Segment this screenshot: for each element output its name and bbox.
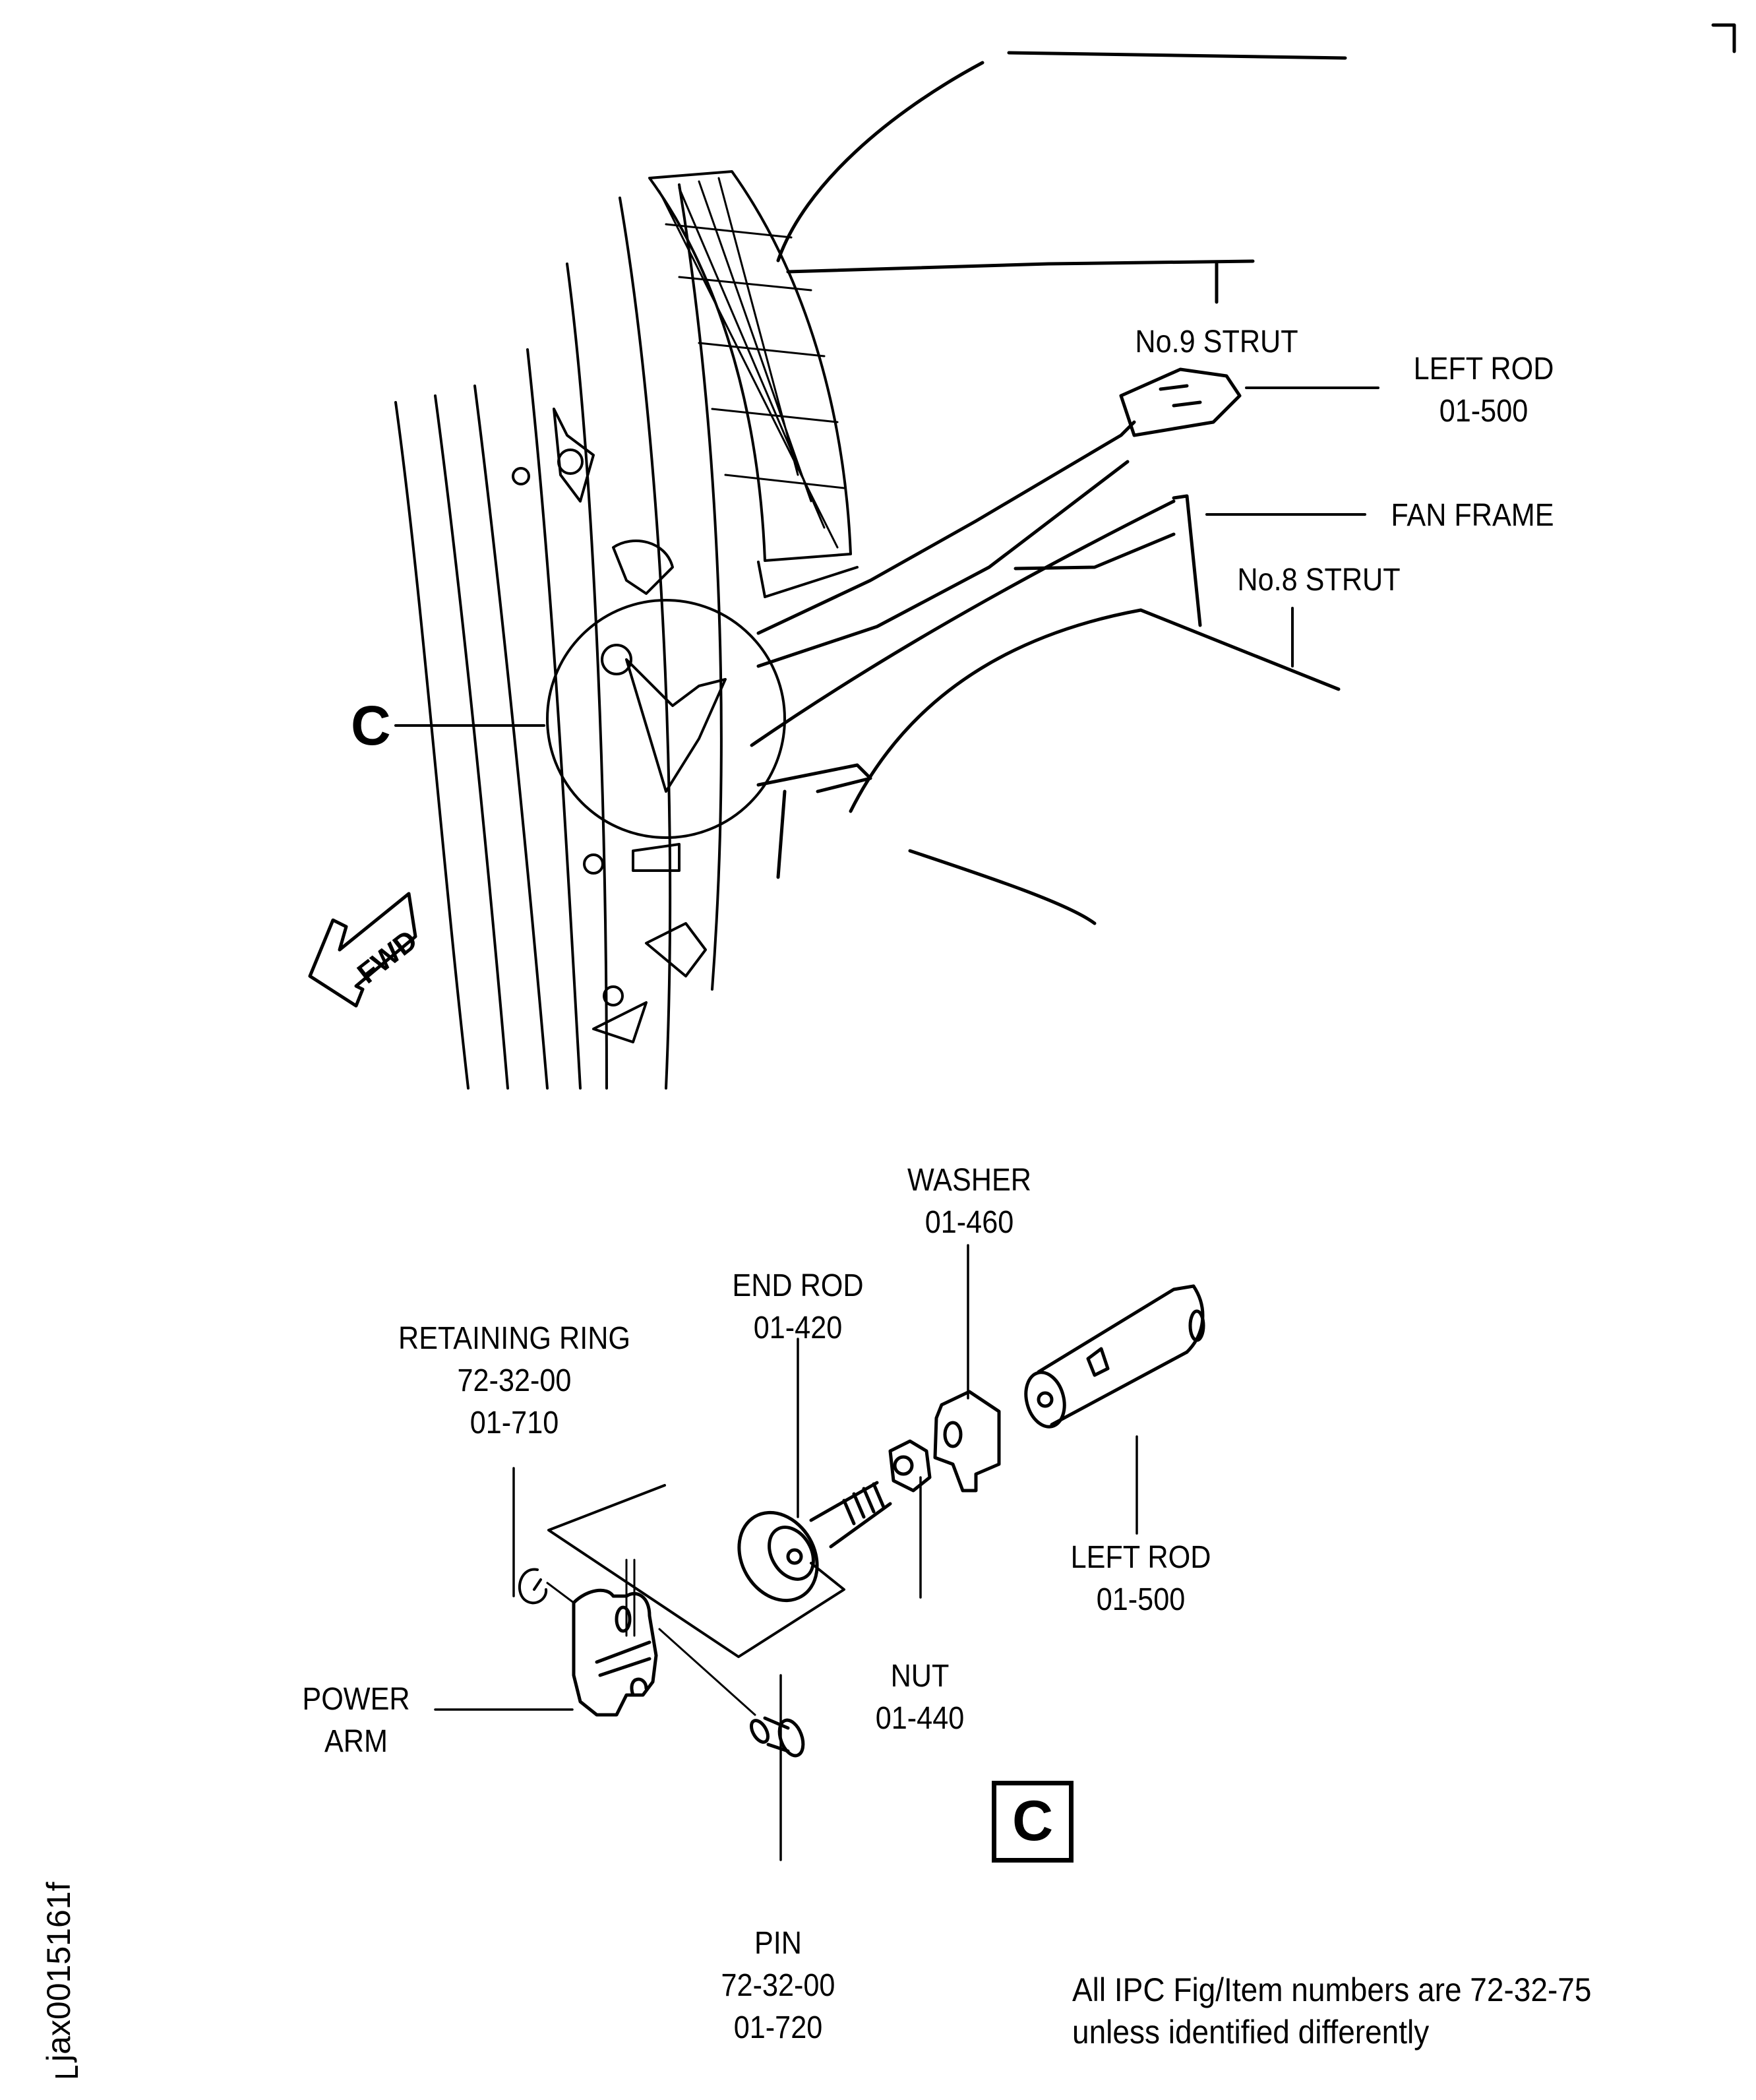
pin-item: 01-720 [733, 2010, 823, 2045]
pin-name: PIN [754, 1926, 802, 1961]
nut-item: 01-440 [875, 1701, 965, 1736]
acoustic-mesh-panel [648, 170, 859, 598]
ipc-note: All IPC Fig/Item numbers are 72-32-75 un… [1072, 1969, 1591, 2053]
end-rod-item: 01-420 [753, 1311, 843, 1345]
left-rod-name: LEFT ROD [1413, 352, 1554, 386]
fan-frame-outline [750, 494, 1366, 925]
fan-frame-name: FAN FRAME [1391, 498, 1554, 533]
left-rod-detail-item: 01-500 [1096, 1582, 1186, 1617]
washer-item: 01-460 [924, 1205, 1014, 1240]
no9-strut-name: No.9 STRUT [1135, 324, 1298, 359]
fan-case-outer-arc [1007, 51, 1347, 60]
figure-id-bracket [55, 2066, 78, 2078]
label-left-rod-detail: LEFT ROD 01-500 [1046, 1537, 1236, 1621]
fwd-arrow-icon: FWD [308, 892, 423, 1008]
label-end-rod: END ROD 01-420 [703, 1265, 893, 1349]
assembly-plane [547, 1484, 845, 1658]
label-fan-frame: FAN FRAME [1375, 495, 1571, 537]
no9-strut-rod [756, 367, 1379, 668]
figure-id: jax0015161f [40, 1882, 78, 2078]
power-arm-part [572, 1588, 658, 1717]
pin-fig: 72-32-00 [721, 1968, 835, 2003]
nut-name: NUT [890, 1659, 950, 1694]
no9-strut-top-line [786, 259, 1255, 274]
engine-case-arcs [394, 183, 723, 1090]
label-left-rod-overview: LEFT ROD 01-500 [1395, 348, 1573, 433]
washer-name: WASHER [907, 1163, 1032, 1198]
detail-view-c-badge: C [992, 1781, 1074, 1863]
power-arm-line2: ARM [324, 1724, 388, 1759]
nut-part [888, 1439, 932, 1493]
retaining-ring-part [518, 1568, 548, 1605]
retaining-ring-fig: 72-32-00 [457, 1363, 572, 1398]
label-retaining-ring: RETAINING RING 72-32-00 01-710 [378, 1318, 651, 1444]
ipc-note-line2: unless identified differently [1072, 2014, 1430, 2051]
detail-c-callout-label: C [351, 695, 391, 757]
no8-strut-name: No.8 STRUT [1237, 563, 1401, 598]
end-rod-name: END ROD [732, 1268, 864, 1303]
fan-case-arc-upper [776, 61, 984, 262]
ipc-note-line1: All IPC Fig/Item numbers are 72-32-75 [1072, 1971, 1592, 2008]
pin-part [658, 1628, 805, 1758]
crop-mark-top-right [1711, 23, 1736, 53]
label-pin: PIN 72-32-00 01-720 [695, 1923, 861, 2049]
power-arm-line1: POWER [302, 1682, 410, 1717]
label-washer: WASHER 01-460 [874, 1159, 1064, 1244]
label-nut: NUT 01-440 [849, 1655, 991, 1740]
label-power-arm: POWER ARM [285, 1679, 427, 1763]
left-rod-detail-name: LEFT ROD [1070, 1540, 1211, 1575]
washer-part [933, 1390, 1001, 1493]
figure-id-text: jax0015161f [40, 1882, 77, 2062]
label-no8-strut: No.8 STRUT [1224, 559, 1414, 602]
left-rod-part [1024, 1284, 1205, 1429]
retaining-ring-item: 01-710 [469, 1405, 559, 1440]
retaining-ring-name: RETAINING RING [398, 1321, 631, 1356]
detail-c-circle [546, 599, 786, 839]
end-rod-part [737, 1481, 892, 1603]
label-no9-strut: No.9 STRUT [1131, 321, 1303, 363]
left-rod-item: 01-500 [1439, 394, 1529, 429]
mount-brackets [512, 408, 727, 1043]
